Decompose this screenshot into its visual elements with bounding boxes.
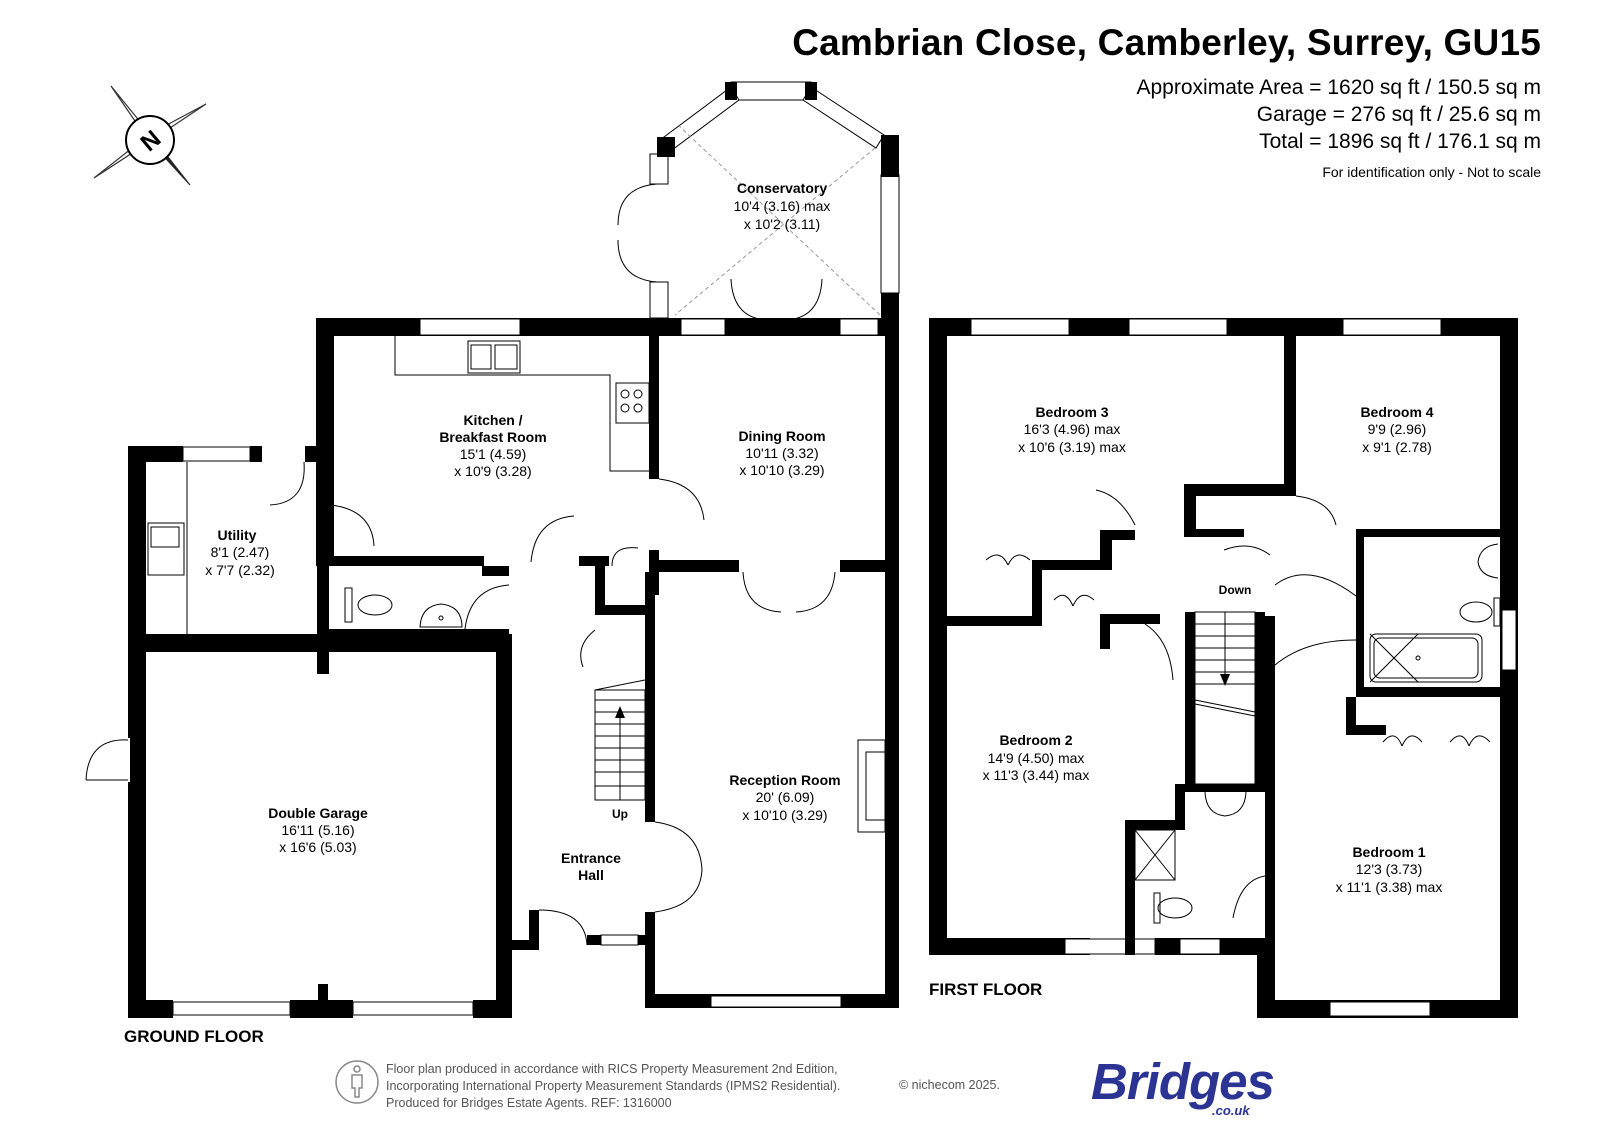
first-floor-fittings	[985, 489, 1501, 924]
reception-dim1: 20' (6.09)	[756, 789, 815, 805]
bedroom3-name: Bedroom 3	[1035, 404, 1108, 420]
property-title: Cambrian Close, Camberley, Surrey, GU15	[792, 22, 1541, 63]
bedroom2-dim1: 14'9 (4.50) max	[988, 750, 1085, 766]
person-measure-icon	[335, 1060, 379, 1104]
bridges-logo: Bridges	[1091, 1053, 1275, 1110]
bedroom4-dim1: 9'9 (2.96)	[1368, 421, 1427, 437]
kitchen-fittings	[147, 336, 650, 634]
copyright: © nichecom 2025.	[899, 1078, 1000, 1092]
bedroom2-name: Bedroom 2	[999, 732, 1072, 748]
utility-dim2: x 7'7 (2.32)	[205, 562, 275, 578]
dining-dim2: x 10'10 (3.29)	[739, 462, 824, 478]
footer-line-3: Produced for Bridges Estate Agents. REF:…	[386, 1096, 672, 1110]
bedroom3-dim2: x 10'6 (3.19) max	[1018, 439, 1126, 455]
kitchen-dim1: 15'1 (4.59)	[460, 446, 527, 462]
compass-icon: N	[93, 85, 207, 186]
bedroom1-dim2: x 11'1 (3.38) max	[1336, 879, 1443, 895]
kitchen-name-2: Breakfast Room	[439, 429, 546, 445]
footer-line-1: Floor plan produced in accordance with R…	[386, 1062, 838, 1076]
first-floor-label: FIRST FLOOR	[929, 980, 1043, 999]
ground-floor-labels: Conservatory 10'4 (3.16) max x 10'2 (3.1…	[205, 180, 840, 883]
garage-dim2: x 16'6 (5.03)	[279, 839, 356, 855]
bedroom4-dim2: x 9'1 (2.78)	[1362, 439, 1432, 455]
ground-floor-label: GROUND FLOOR	[124, 1027, 264, 1046]
conservatory-name: Conservatory	[737, 180, 827, 196]
hall-name-1: Entrance	[561, 850, 621, 866]
bedroom1-name: Bedroom 1	[1352, 844, 1425, 860]
bedroom3-dim1: 16'3 (4.96) max	[1024, 421, 1121, 437]
ground-floor-doors	[85, 183, 836, 946]
bedroom2-dim2: x 11'3 (3.44) max	[983, 767, 1090, 783]
garage-name: Double Garage	[268, 805, 368, 821]
stairs-down-label: Down	[1219, 583, 1252, 597]
utility-dim1: 8'1 (2.47)	[211, 544, 270, 560]
conservatory-dim1: 10'4 (3.16) max	[734, 198, 831, 214]
garage-area: Garage = 276 sq ft / 25.6 sq m	[1256, 103, 1541, 126]
hall-name-2: Hall	[578, 867, 604, 883]
utility-name: Utility	[218, 527, 257, 543]
scale-disclaimer: For identification only - Not to scale	[1322, 164, 1541, 180]
footer-line-2: Incorporating International Property Mea…	[386, 1079, 841, 1093]
total-area: Total = 1896 sq ft / 176.1 sq m	[1259, 130, 1541, 153]
first-floor-plan	[929, 318, 1518, 1018]
stairs-down-arrow-icon	[1220, 674, 1230, 686]
bedroom4-name: Bedroom 4	[1360, 404, 1433, 420]
approximate-area: Approximate Area = 1620 sq ft / 150.5 sq…	[1136, 76, 1542, 99]
dining-name: Dining Room	[738, 428, 825, 444]
kitchen-name-1: Kitchen /	[463, 412, 522, 428]
bridges-logo-domain: .co.uk	[1212, 1103, 1250, 1118]
ground-floor-plan	[128, 81, 900, 1018]
garage-dim1: 16'11 (5.16)	[281, 822, 354, 838]
bedroom1-dim1: 12'3 (3.73)	[1356, 861, 1423, 877]
reception-name: Reception Room	[729, 772, 840, 788]
kitchen-dim2: x 10'9 (3.28)	[454, 463, 531, 479]
dining-dim1: 10'11 (3.32)	[745, 445, 818, 461]
footer-note: Floor plan produced in accordance with R…	[386, 1061, 840, 1112]
stairs-up-label: Up	[612, 807, 628, 821]
conservatory-dim2: x 10'2 (3.11)	[744, 216, 820, 232]
reception-dim2: x 10'10 (3.29)	[742, 807, 827, 823]
first-floor-labels: Bedroom 3 16'3 (4.96) max x 10'6 (3.19) …	[983, 404, 1443, 895]
